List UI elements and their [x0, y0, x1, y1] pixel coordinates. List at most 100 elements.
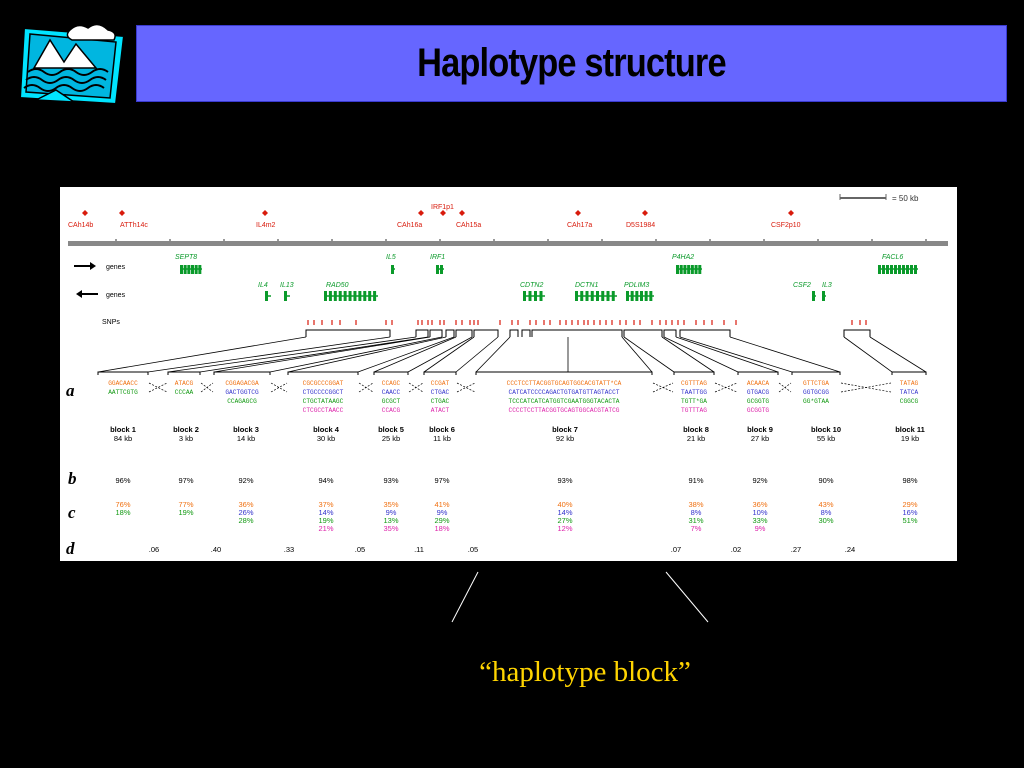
- block-c-value: 33%: [752, 516, 767, 525]
- block-d-value: .05: [355, 545, 365, 554]
- haplotype-sequence: TCCCATCATCATGGTCGAATGGGTACACTA: [509, 398, 620, 405]
- exon-mark: [611, 291, 615, 301]
- row-label-genes-reverse: genes: [106, 292, 126, 299]
- exon-mark: [914, 265, 917, 274]
- block-name: block 10: [811, 425, 841, 434]
- haplotype-box: [167, 371, 201, 375]
- haplotype-sequence: CCAGC: [382, 380, 401, 387]
- block-link-line: [663, 336, 739, 373]
- block-b-value: 97%: [178, 476, 193, 485]
- snp-bracket: [531, 329, 623, 337]
- callout-line-left: [451, 571, 479, 623]
- haplotype-sequence: AATTCGTG: [108, 389, 138, 396]
- exon-mark: [194, 265, 198, 274]
- exon-mark: [191, 265, 194, 274]
- block-c-value: 76%: [115, 500, 130, 509]
- block-d-value: .27: [791, 545, 801, 554]
- haplotype-sequence: CTGCTATAAGC: [303, 398, 344, 405]
- marker-diamond: [459, 210, 465, 216]
- block-name: block 8: [683, 425, 709, 434]
- block-name: block 9: [747, 425, 773, 434]
- arrow-right-icon: [74, 262, 96, 270]
- crossover-line: [358, 382, 374, 393]
- block-link-line: [269, 336, 443, 373]
- gene-label: DCTN1: [575, 282, 598, 289]
- haplotype-box: [791, 371, 841, 375]
- marker-diamond: [418, 210, 424, 216]
- haplotype-sequence: GCGGTG: [747, 398, 769, 405]
- snp-bracket: [623, 329, 663, 337]
- haplotype-sequence: GACTGGTCG: [225, 389, 258, 396]
- block-link-line: [729, 336, 841, 373]
- row-b-values: 96%97%92%94%93%97%93%91%92%90%98%: [115, 476, 917, 485]
- snp-bracket: [521, 329, 531, 337]
- block-d-value: .40: [211, 545, 221, 554]
- block-d-value: .33: [284, 545, 294, 554]
- panel-letter-d: d: [66, 539, 75, 558]
- crossover-line: [840, 382, 892, 393]
- block-c-value: 29%: [434, 516, 449, 525]
- arrow-left-icon: [76, 290, 98, 298]
- exon-mark: [902, 265, 905, 274]
- marker-label: CAh16a: [397, 222, 422, 229]
- block-c-value: 19%: [178, 508, 193, 517]
- marker-diamond: [642, 210, 648, 216]
- exon-mark: [606, 291, 610, 301]
- marker-diamond: [82, 210, 88, 216]
- block-size: 19 kb: [901, 434, 919, 443]
- exon-mark: [683, 265, 687, 274]
- block-c-value: 40%: [557, 500, 572, 509]
- exon-mark: [635, 291, 639, 301]
- exon-mark: [886, 265, 889, 274]
- exon-mark: [687, 265, 691, 274]
- exon-mark: [894, 265, 897, 274]
- exon-mark: [534, 291, 537, 301]
- block-name: block 11: [895, 425, 925, 434]
- block-d-value: .24: [845, 545, 855, 554]
- gene-label: SEPT8: [175, 254, 197, 261]
- haplotype-sequence: CCCCTCCTTACGGTGCAGTGGCACGTATCG: [509, 407, 620, 414]
- block-c-value: 41%: [434, 500, 449, 509]
- exon-mark: [580, 291, 584, 301]
- snp-bracket: [445, 329, 455, 337]
- block-size: 30 kb: [317, 434, 335, 443]
- panel-letter-a: a: [66, 381, 75, 400]
- block-link-line: [357, 336, 455, 373]
- crossover-line: [714, 382, 738, 393]
- block-link-line: [621, 336, 653, 373]
- haplotype-box: [97, 371, 149, 375]
- block-b-value: 94%: [318, 476, 333, 485]
- gene-label: P4HA2: [672, 254, 694, 261]
- exon-mark: [368, 291, 372, 301]
- exon-mark: [353, 291, 357, 301]
- exon-mark: [180, 265, 183, 274]
- haplotype-box: [213, 371, 271, 375]
- haplotype-sequence: CATCATCCCCAGACTGTGATGTTAGTACCT: [509, 389, 620, 396]
- block-brackets: [305, 329, 871, 337]
- exon-mark: [575, 291, 578, 301]
- gene-label: CDTN2: [520, 282, 543, 289]
- haplotype-box: [373, 371, 409, 375]
- crossover-line: [778, 382, 792, 393]
- block-link-line: [423, 336, 475, 373]
- block-name: block 2: [173, 425, 199, 434]
- snp-bracket: [843, 329, 871, 337]
- haplotype-sequence: CGTTTAG: [681, 380, 707, 387]
- haplotype-sequence: TGTTTAG: [681, 407, 707, 414]
- chromosome-axis: [68, 241, 948, 246]
- block-link-line: [213, 336, 431, 373]
- block-size: 55 kb: [817, 434, 835, 443]
- block-size: 84 kb: [114, 434, 132, 443]
- gene-label: PDLIM3: [624, 282, 649, 289]
- exon-mark: [436, 265, 439, 274]
- exon-mark: [265, 291, 268, 301]
- block-c-value: 9%: [437, 508, 448, 517]
- exon-mark: [187, 265, 191, 274]
- exon-mark: [906, 265, 909, 274]
- block-size: 25 kb: [382, 434, 400, 443]
- haplotype-sequence: TATAG: [900, 380, 919, 387]
- exon-mark: [358, 291, 362, 301]
- marker-label: ATTh14c: [120, 222, 148, 229]
- exon-mark: [373, 291, 377, 301]
